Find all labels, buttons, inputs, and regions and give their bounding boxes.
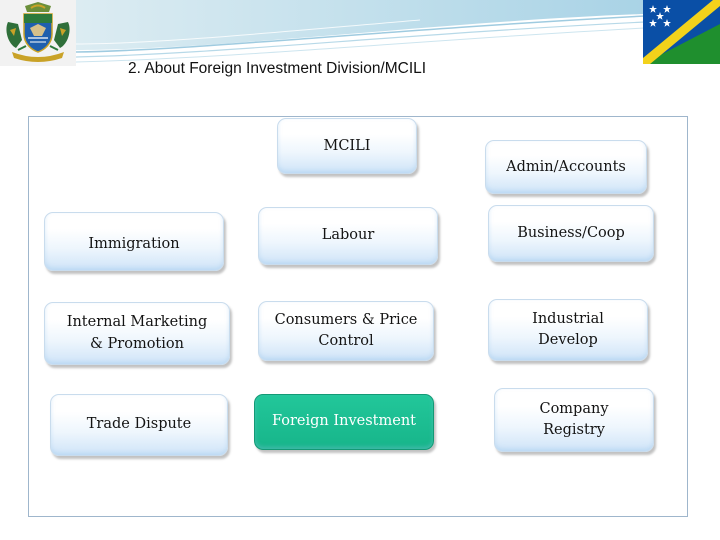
org-unit-foreign-investment: Foreign Investment [254,394,434,450]
header-wave-band [75,0,646,63]
org-unit-admin-accounts: Admin/Accounts [485,140,647,194]
org-unit-immigration: Immigration [44,212,224,271]
coat-of-arms-emblem [0,0,76,66]
org-unit-consumers-price-control: Consumers & Price Control [258,301,434,361]
org-unit-internal-marketing: Internal Marketing & Promotion [44,302,230,365]
org-unit-mcili: MCILI [277,118,417,174]
solomon-islands-coat-of-arms-icon [0,0,76,66]
org-unit-business-coop: Business/Coop [488,205,654,262]
org-unit-labour: Labour [258,207,438,265]
org-unit-company-registry: Company Registry [494,388,654,452]
slide-title: 2. About Foreign Investment Division/MCI… [128,60,427,77]
solomon-islands-flag-icon [643,0,720,64]
org-unit-industrial-develop: Industrial Develop [488,299,648,361]
org-unit-trade-dispute: Trade Dispute [50,394,228,456]
